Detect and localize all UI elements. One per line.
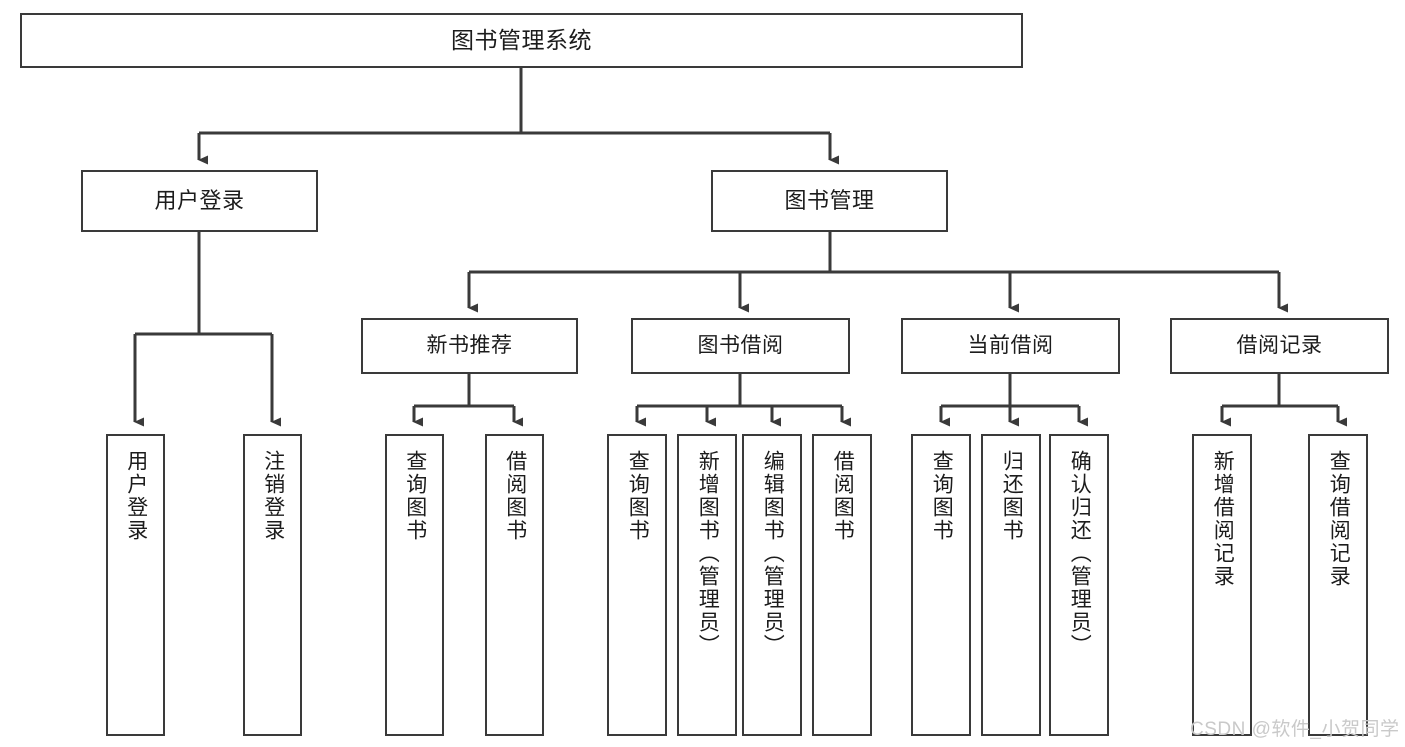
node-label: 新增借阅记录 — [1211, 450, 1235, 588]
leaf-add-borrow-record[interactable]: 新增借阅记录 — [1192, 434, 1252, 736]
watermark: CSDN @软件_小贺同学 — [1190, 719, 1400, 740]
leaf-new-book-query[interactable]: 查询图书 — [385, 434, 444, 736]
leaf-borrow-query-book[interactable]: 查询图书 — [607, 434, 667, 736]
node-label: 新书推荐 — [426, 333, 513, 357]
leaf-add-book-admin[interactable]: 新增图书（管理员） — [677, 434, 737, 736]
leaf-return-book[interactable]: 归还图书 — [981, 434, 1041, 736]
node-user-login[interactable]: 用户登录 — [81, 170, 318, 232]
node-label: 查询图书 — [626, 450, 650, 542]
node-label: 新增图书（管理员） — [696, 450, 720, 657]
node-label: 用户登录 — [124, 450, 148, 542]
node-label: 图书管理 — [784, 188, 875, 214]
node-label: 查询图书 — [930, 450, 954, 542]
leaf-user-login[interactable]: 用户登录 — [106, 434, 165, 736]
node-label: 用户登录 — [154, 188, 245, 214]
node-label: 借阅图书 — [831, 450, 855, 542]
node-label: 图书借阅 — [697, 333, 784, 357]
node-book-management[interactable]: 图书管理 — [711, 170, 948, 232]
leaf-confirm-return-admin[interactable]: 确认归还（管理员） — [1049, 434, 1109, 736]
node-label: 图书管理系统 — [451, 26, 592, 53]
leaf-query-borrow-record[interactable]: 查询借阅记录 — [1308, 434, 1368, 736]
node-label: 查询图书 — [403, 450, 427, 542]
node-new-book-recommend[interactable]: 新书推荐 — [361, 318, 578, 374]
leaf-edit-book-admin[interactable]: 编辑图书（管理员） — [742, 434, 802, 736]
node-label: 借阅图书 — [503, 450, 527, 542]
node-current-borrow[interactable]: 当前借阅 — [901, 318, 1120, 374]
node-borrow-record[interactable]: 借阅记录 — [1170, 318, 1389, 374]
leaf-current-query-book[interactable]: 查询图书 — [911, 434, 971, 736]
node-book-borrow[interactable]: 图书借阅 — [631, 318, 850, 374]
node-label: 编辑图书（管理员） — [761, 450, 785, 657]
node-label: 确认归还（管理员） — [1068, 450, 1092, 657]
leaf-borrow-book[interactable]: 借阅图书 — [812, 434, 872, 736]
leaf-new-book-borrow[interactable]: 借阅图书 — [485, 434, 544, 736]
leaf-user-logout[interactable]: 注销登录 — [243, 434, 302, 736]
node-label: 借阅记录 — [1236, 333, 1323, 357]
node-label: 当前借阅 — [967, 333, 1054, 357]
node-label: 注销登录 — [261, 450, 285, 542]
node-root-system[interactable]: 图书管理系统 — [20, 13, 1023, 68]
node-label: 查询借阅记录 — [1327, 450, 1351, 588]
node-label: 归还图书 — [1000, 450, 1024, 542]
